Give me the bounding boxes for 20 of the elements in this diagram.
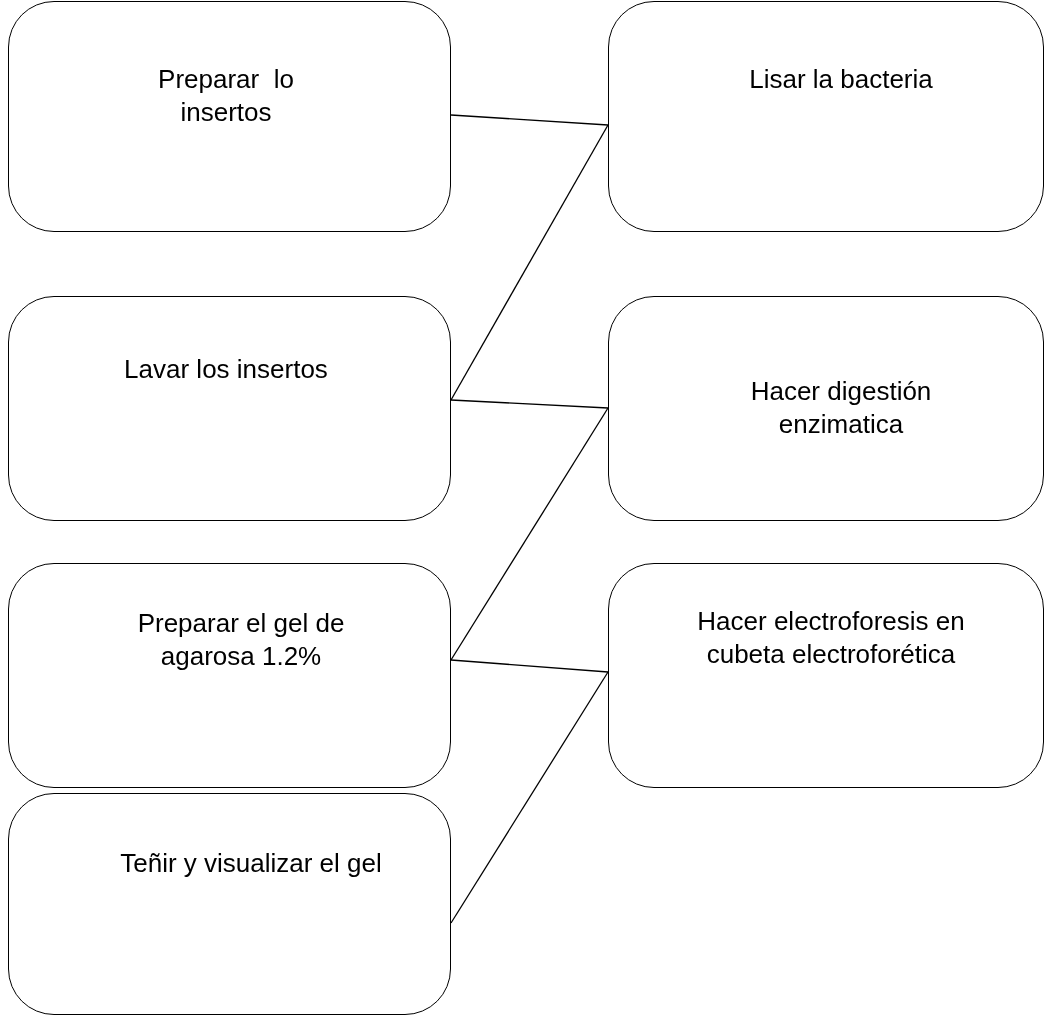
process-box [8, 1, 451, 232]
step-text: Preparar el gel de agarosa 1.2% [136, 607, 346, 673]
step-text: Hacer digestión enzimatica [749, 375, 933, 441]
connector-line [450, 399, 609, 409]
step-text: Hacer electroforesis en cubeta electroforética [696, 605, 966, 671]
process-box [608, 1, 1044, 232]
step-text: Teñir y visualizar el gel [119, 847, 383, 880]
process-box [8, 563, 451, 788]
step-text: Lavar los insertos [123, 353, 329, 386]
process-box [608, 563, 1044, 788]
process-box [8, 793, 451, 1015]
step-text: Preparar lo insertos [157, 63, 295, 129]
step-text: Lisar la bacteria [748, 63, 934, 96]
connector-line [450, 407, 609, 661]
connector-line [450, 114, 609, 126]
connector-line [450, 671, 609, 924]
connector-line [450, 659, 609, 673]
connector-line [450, 124, 609, 401]
process-box [608, 296, 1044, 521]
process-box [8, 296, 451, 521]
